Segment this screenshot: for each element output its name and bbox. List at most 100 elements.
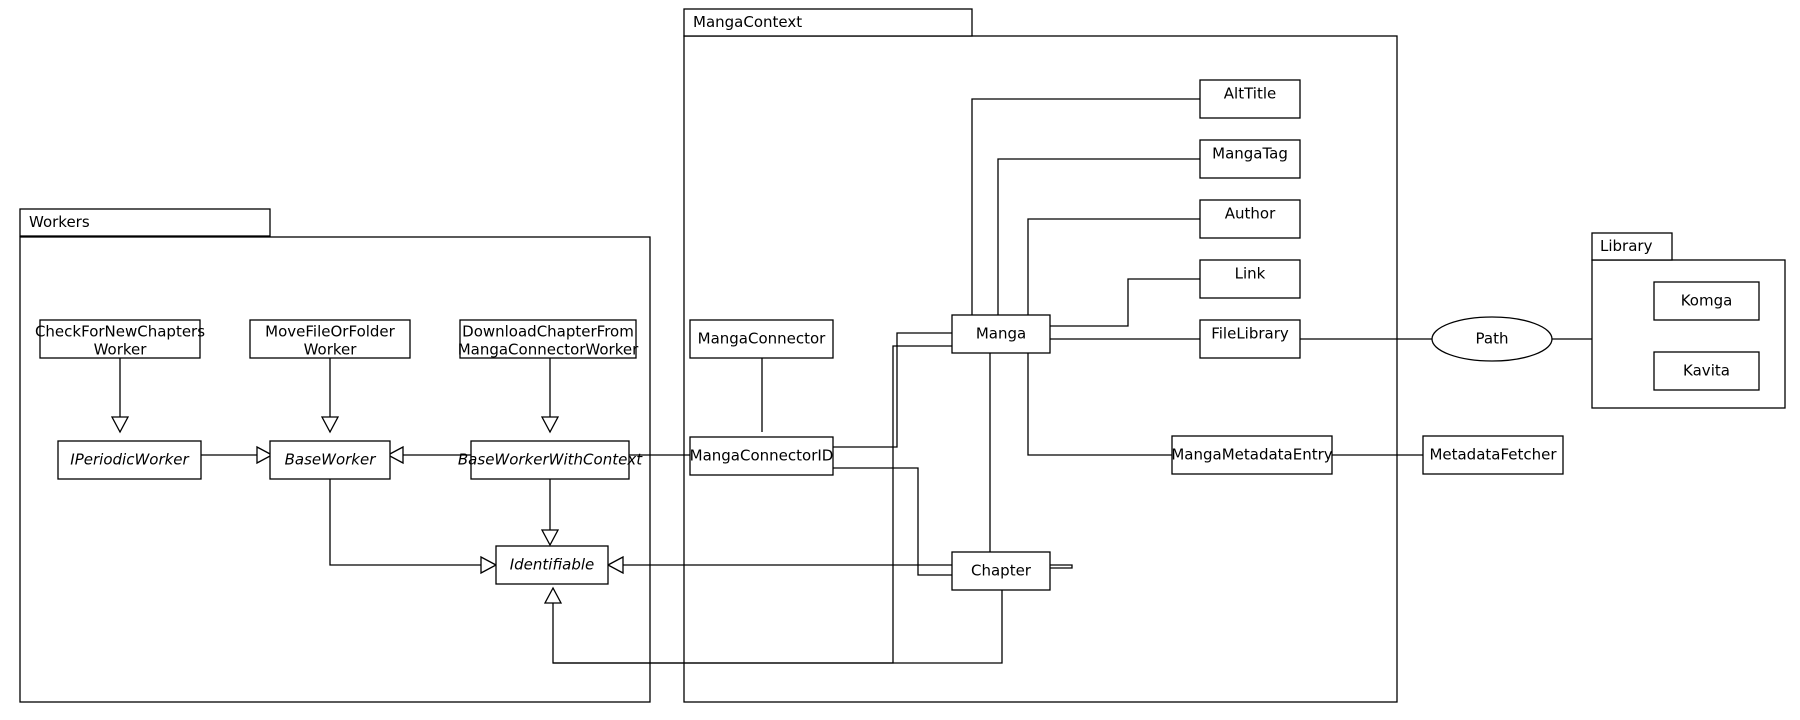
class-metadatafetcher[interactable]: MetadataFetcher xyxy=(1422,435,1564,475)
arrowhead-baseworker-left xyxy=(256,445,274,465)
class-identifiable[interactable]: Identifiable xyxy=(495,545,609,585)
edge-chapter-to-identifiable xyxy=(560,564,1073,569)
class-box[interactable] xyxy=(1653,351,1760,391)
package-mangacontext-label: MangaContext xyxy=(693,13,802,31)
arrowhead-identifiable-top xyxy=(540,529,560,547)
class-box[interactable] xyxy=(269,440,391,480)
class-box[interactable] xyxy=(1199,199,1301,239)
package-workers-body xyxy=(19,236,651,703)
node-path[interactable]: Path xyxy=(1431,316,1553,362)
class-komga[interactable]: Komga xyxy=(1653,281,1760,321)
package-workers-tab-real xyxy=(19,208,271,237)
arrowhead-identifiable-right xyxy=(606,555,624,575)
class-box[interactable] xyxy=(249,319,411,359)
class-label-line1: MoveFileOrFolder xyxy=(265,323,395,341)
class-box[interactable] xyxy=(1199,259,1301,299)
class-label: Author xyxy=(1225,205,1276,223)
class-kavita[interactable]: Kavita xyxy=(1653,351,1760,391)
edge-baseworker-to-identifiable xyxy=(329,478,483,566)
class-label: Chapter xyxy=(971,562,1032,580)
class-label: MangaConnector xyxy=(698,330,827,348)
class-mangaconnector[interactable]: MangaConnector xyxy=(689,319,834,359)
package-mangacontext: MangaContext xyxy=(683,8,1398,703)
class-label: Komga xyxy=(1681,292,1733,310)
class-move-file-or-folder-worker[interactable]: MoveFileOrFolder Worker xyxy=(249,319,411,359)
class-baseworker[interactable]: BaseWorker xyxy=(269,440,391,480)
class-mangametadataentry[interactable]: MangaMetadataEntry xyxy=(1171,435,1333,475)
arrowhead-identifiable-bottom xyxy=(543,586,563,604)
class-mangaconnectorid[interactable]: MangaConnectorID xyxy=(689,436,834,476)
class-box[interactable] xyxy=(1171,435,1333,475)
edge-manga-to-link xyxy=(1050,278,1200,327)
class-chapter[interactable]: Chapter xyxy=(951,551,1051,591)
class-box[interactable] xyxy=(689,319,834,359)
package-mangacontext-body xyxy=(683,35,1398,703)
class-label: FileLibrary xyxy=(1211,325,1289,343)
edge-manga-to-author xyxy=(1027,218,1200,333)
arrowhead-baseworker-top xyxy=(320,416,340,434)
class-label-line2: MangaConnectorWorker xyxy=(458,341,639,359)
class-label: Identifiable xyxy=(510,556,595,574)
edge-mangaconnectorid-to-manga xyxy=(833,332,953,448)
package-library-tab xyxy=(1591,232,1673,261)
class-label: Link xyxy=(1235,265,1266,283)
class-box[interactable] xyxy=(39,319,201,359)
class-box[interactable] xyxy=(951,551,1051,591)
class-label: BaseWorkerWithContext xyxy=(458,451,643,469)
class-box[interactable] xyxy=(1199,139,1301,179)
class-label: IPeriodicWorker xyxy=(70,451,189,469)
class-manga[interactable]: Manga xyxy=(951,314,1051,354)
class-label: AltTitle xyxy=(1224,85,1276,103)
class-label: BaseWorker xyxy=(285,451,377,469)
class-box[interactable] xyxy=(1653,281,1760,321)
package-library-body xyxy=(1591,259,1786,409)
class-box[interactable] xyxy=(459,319,637,359)
class-mangatag[interactable]: MangaTag xyxy=(1199,139,1301,179)
edge-manga-to-mangatag xyxy=(997,158,1200,333)
class-download-chapter-from-manga-connector-worker[interactable]: DownloadChapterFrom MangaConnectorWorker xyxy=(458,319,639,359)
arrowhead-baseworkerwithcontext-top xyxy=(540,416,560,434)
edge-manga-to-mangametadataentry xyxy=(1027,353,1172,456)
class-box[interactable] xyxy=(470,440,630,480)
class-box[interactable] xyxy=(689,436,834,476)
class-label: Manga xyxy=(976,325,1026,343)
edge-manga-left-lower-route xyxy=(553,345,953,664)
class-box[interactable] xyxy=(495,545,609,585)
package-workers-label: Workers xyxy=(29,213,90,231)
class-label: Kavita xyxy=(1683,362,1730,380)
edge-mangaconnectorid-to-chapter xyxy=(833,467,953,576)
class-label: MetadataFetcher xyxy=(1429,446,1557,464)
class-label: MangaConnectorID xyxy=(690,447,834,465)
arrowheads-layer xyxy=(110,416,624,604)
arrowhead-identifiable-left xyxy=(480,555,498,575)
class-label-line1: CheckForNewChapters xyxy=(35,323,205,341)
package-library: Library xyxy=(1591,232,1786,409)
class-link[interactable]: Link xyxy=(1199,259,1301,299)
class-box[interactable] xyxy=(951,314,1051,354)
class-iperiodicworker[interactable]: IPeriodicWorker xyxy=(57,440,202,480)
class-baseworkerwithcontext[interactable]: BaseWorkerWithContext xyxy=(458,440,643,480)
arrowhead-iperiodicworker-top xyxy=(110,416,130,434)
class-label-line2: Worker xyxy=(304,341,358,359)
path-ellipse[interactable] xyxy=(1431,316,1553,362)
package-library-label: Library xyxy=(1600,237,1653,255)
class-box[interactable] xyxy=(1199,79,1301,119)
package-workers: Workers xyxy=(19,208,651,703)
arrowhead-baseworker-right xyxy=(386,445,404,465)
edges-layer xyxy=(119,98,1592,664)
class-box[interactable] xyxy=(1422,435,1564,475)
class-box[interactable] xyxy=(57,440,202,480)
class-box[interactable] xyxy=(1199,319,1301,359)
path-label: Path xyxy=(1476,330,1509,348)
class-label: MangaTag xyxy=(1212,145,1288,163)
class-label-line2: Worker xyxy=(94,341,148,359)
class-label: MangaMetadataEntry xyxy=(1171,446,1332,464)
edge-chapter-bottom-to-identifiable-bottom xyxy=(552,590,1003,664)
class-check-for-new-chapters-worker[interactable]: CheckForNewChapters Worker xyxy=(35,319,205,359)
class-alttitle[interactable]: AltTitle xyxy=(1199,79,1301,119)
class-filelibrary[interactable]: FileLibrary xyxy=(1199,319,1301,359)
package-mangacontext-tab xyxy=(683,8,973,37)
class-author[interactable]: Author xyxy=(1199,199,1301,239)
class-label-line1: DownloadChapterFrom xyxy=(462,323,634,341)
